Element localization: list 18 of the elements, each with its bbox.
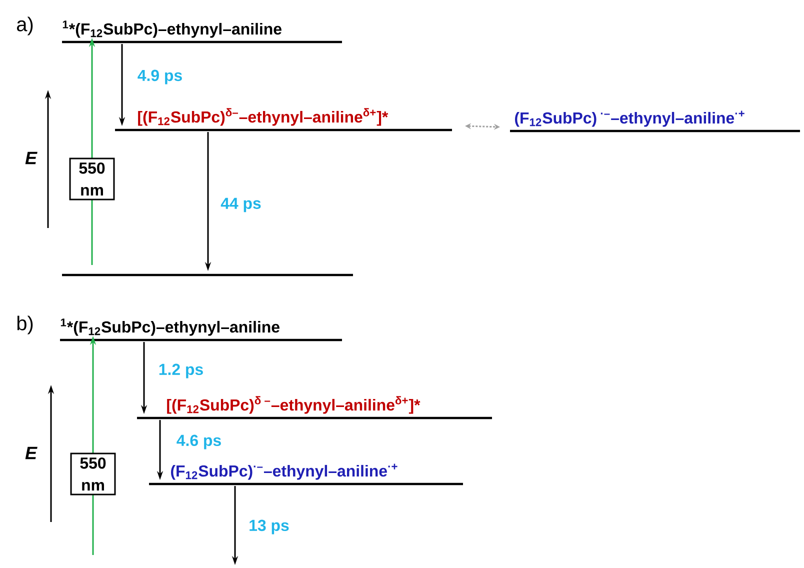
edge-label: 13 ps [248, 518, 290, 536]
energy-level: (F$_{12}$SubPc) $^{·–}$–ethynyl–aniline$^{·+}$ [510, 110, 800, 132]
wavelength-box: 550 nm [70, 452, 116, 496]
energy-level: $^{1}$*(F$_{12}$SubPc)–ethynyl–aniline [60, 318, 342, 342]
energy-level: $^{1}$*(F$_{12}$SubPc)–ethynyl–aniline [62, 20, 342, 44]
energy-level: [(F$_{12}$SubPc)$^{δ–}$–ethynyl–aniline$^{δ+}$]* [115, 108, 452, 132]
energy-level [62, 274, 353, 276]
edge-label: 4.6 ps [175, 434, 223, 450]
edge-label: 4.9 ps [136, 68, 184, 86]
energy-level: [(F$_{12}$SubPc)$^{δ –}$–ethynyl–aniline$^{δ+}$]* [137, 396, 492, 420]
wavelength-box: 550 nm [69, 158, 115, 200]
panel-label: b) [17, 316, 33, 334]
edge-label: 1.2 ps [157, 362, 205, 380]
axis-label: E [25, 446, 38, 460]
panel-label: a) [17, 16, 33, 36]
edge-label: 44 ps [220, 196, 262, 214]
energy-level: (F$_{12}$SubPc)$^{·–}$–ethynyl–aniline$^{·+}$ [149, 464, 463, 486]
axis-label: E [25, 152, 38, 164]
